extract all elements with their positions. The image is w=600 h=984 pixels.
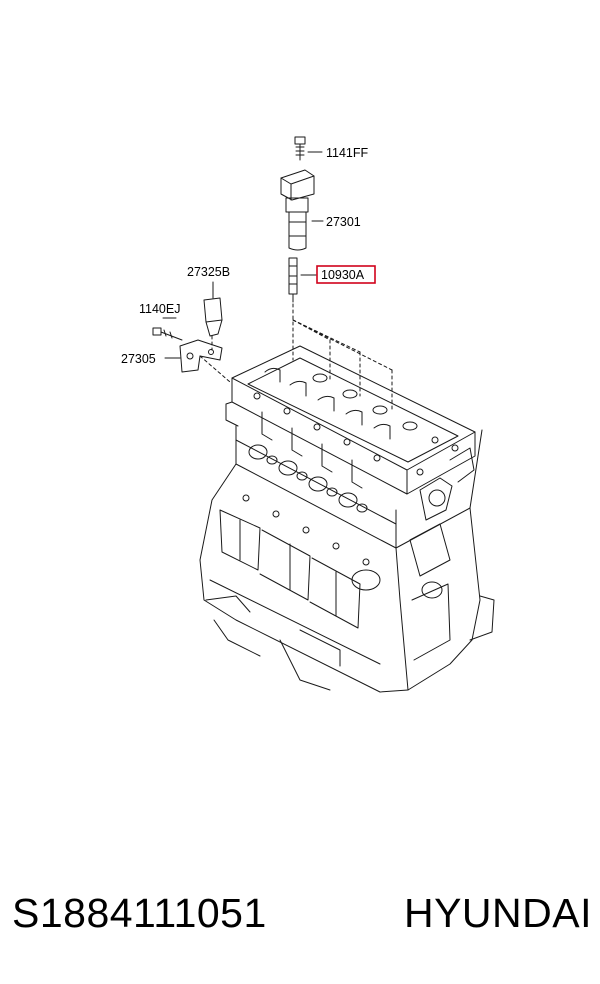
spark-plug-drawing bbox=[288, 257, 317, 361]
caption: S1884111051 HYUNDAI bbox=[12, 878, 592, 948]
engine-exploded-diagram: 1141FF 27301 10930A 27325B 1140EJ 27305 bbox=[121, 136, 495, 693]
brand-name: HYUNDAI bbox=[403, 889, 592, 936]
part-label-ignition-coil: 27301 bbox=[326, 215, 361, 229]
part-label-bolt-bracket: 1140EJ bbox=[139, 302, 180, 316]
bracket-drawing bbox=[164, 339, 231, 383]
part-label-sensor: 27325B bbox=[187, 265, 230, 279]
guide-lines bbox=[292, 319, 393, 413]
engine-block-drawing bbox=[199, 345, 495, 693]
part-label-bracket: 27305 bbox=[121, 352, 156, 366]
sensor-drawing bbox=[203, 281, 223, 351]
bracket-bolt-drawing bbox=[152, 317, 183, 341]
coil-bolt-drawing bbox=[294, 136, 323, 161]
part-label-bolt-coil: 1141FF bbox=[326, 146, 369, 160]
part-number: S1884111051 bbox=[12, 889, 267, 936]
ignition-coil-drawing bbox=[280, 169, 324, 251]
part-label-spark-plug[interactable]: 10930A bbox=[321, 268, 365, 282]
highlight-box bbox=[316, 265, 376, 284]
